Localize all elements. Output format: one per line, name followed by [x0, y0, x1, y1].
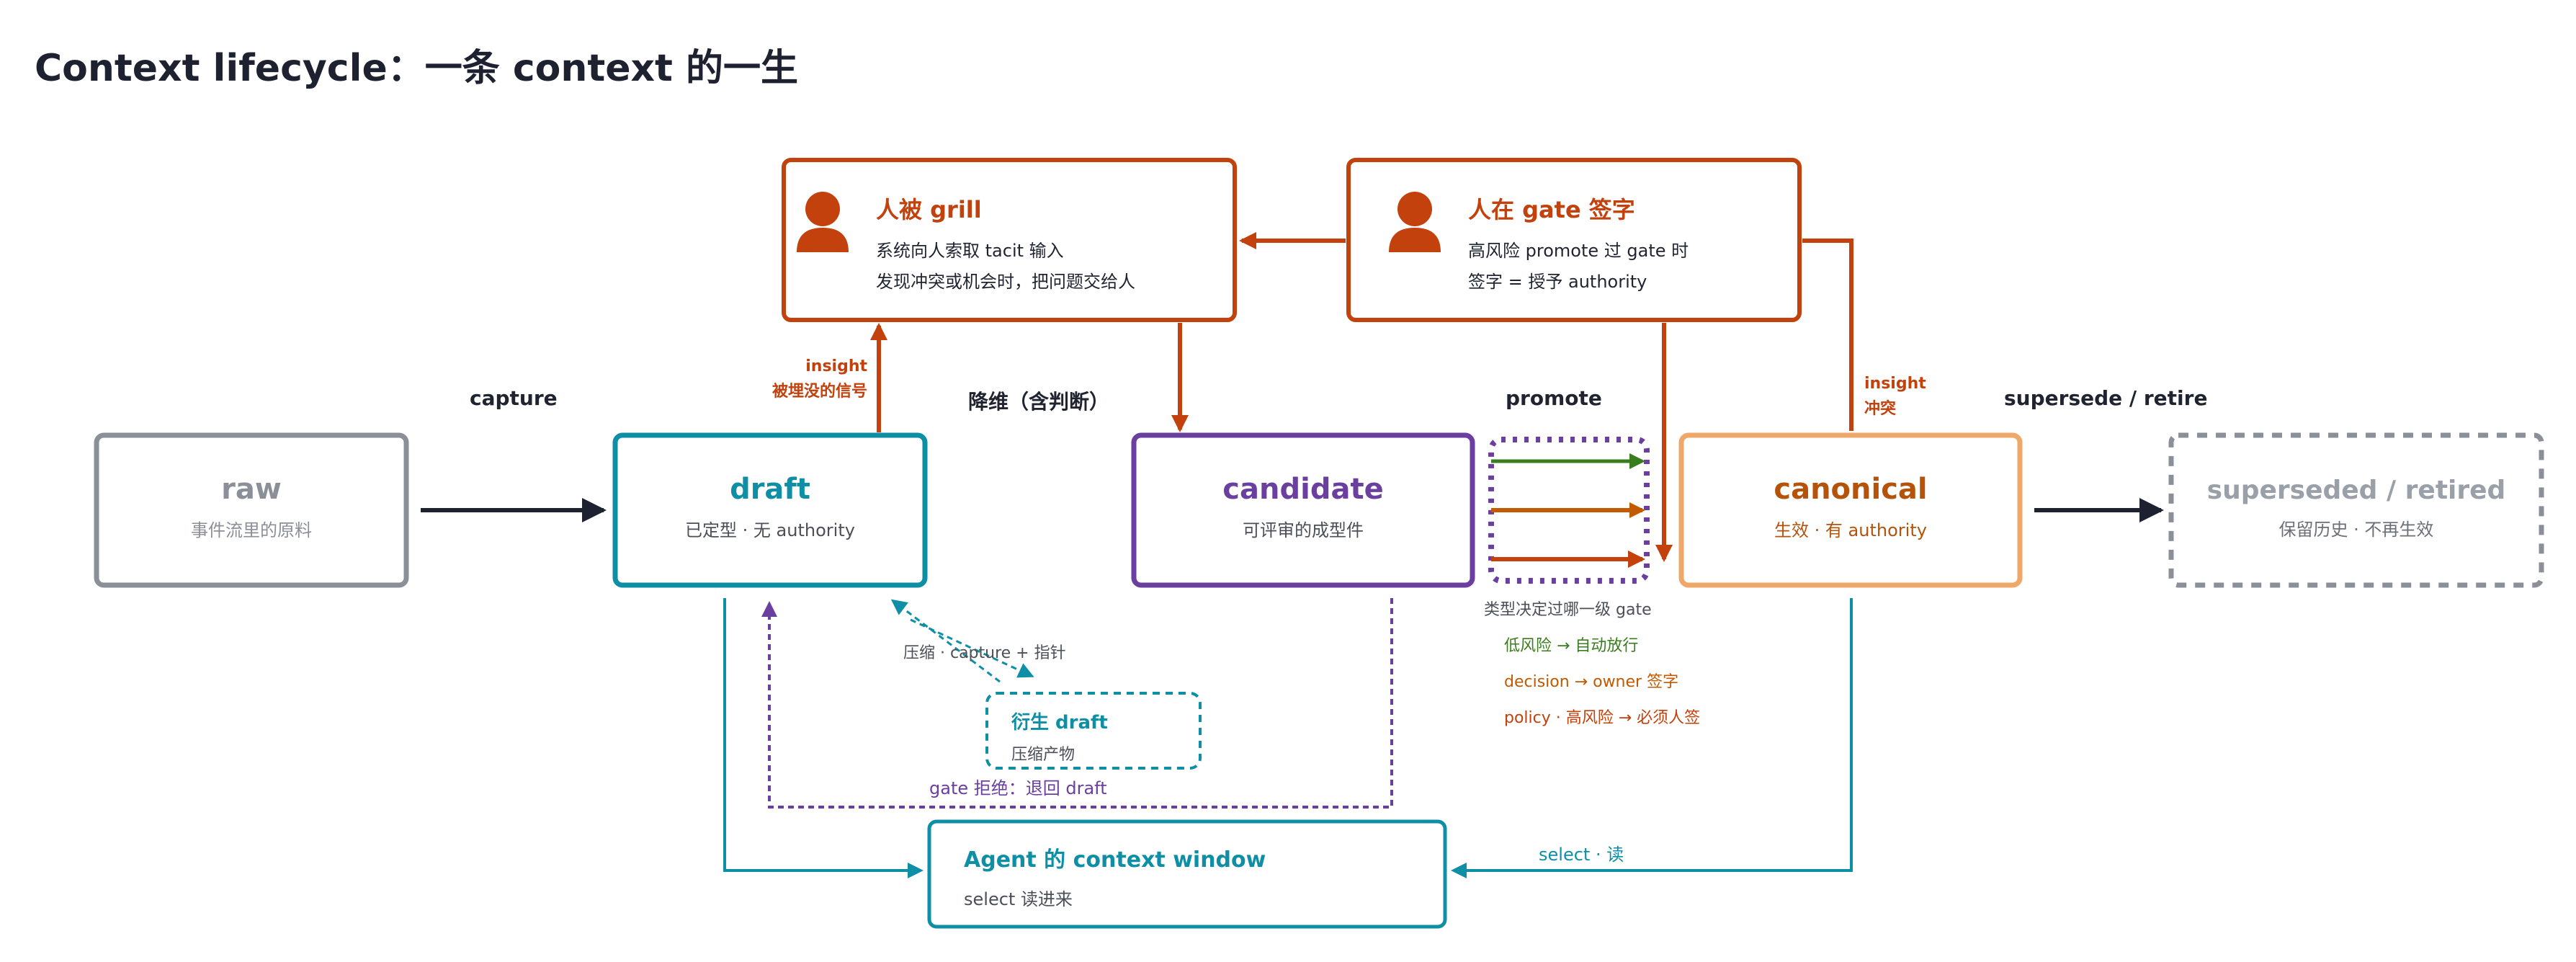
candidate-sub: 可评审的成型件	[1243, 520, 1364, 540]
superseded-box	[2168, 432, 2544, 588]
gate-legend-policy: policy · 高风险 → 必须人签	[1504, 709, 1701, 727]
draft-to-agent-connector	[723, 598, 923, 878]
gate-line-2: 签字 = 授予 authority	[1468, 272, 1647, 292]
draft-name: draft	[730, 473, 810, 506]
insight-left-title: insight	[805, 357, 867, 375]
derived-sub: 压缩产物	[1011, 746, 1075, 764]
grill-line-1: 系统向人索取 tacit 输入	[876, 241, 1064, 261]
candidate-stage: candidate 可评审的成型件	[1134, 473, 1472, 541]
gate-legend-low: 低风险 → 自动放行	[1504, 637, 1639, 655]
insight-right: insight 冲突	[1864, 375, 1926, 419]
draft-sub: 已定型 · 无 authority	[685, 520, 855, 540]
candidate-name: candidate	[1222, 473, 1384, 506]
superseded-sub: 保留历史 · 不再生效	[2278, 520, 2434, 540]
compress-arrow-up	[890, 599, 1001, 683]
canonical-name: canonical	[1774, 473, 1928, 506]
grill-person-icon	[797, 192, 849, 252]
superseded-name: superseded / retired	[2206, 476, 2506, 505]
raw-box	[94, 432, 409, 588]
reject-label: gate 拒绝：退回 draft	[929, 778, 1107, 798]
derived-draft-content: 衍生 draft 压缩产物	[1011, 708, 1108, 765]
grill-box	[782, 158, 1237, 322]
compress-arrow-down	[910, 618, 1034, 678]
derived-title: 衍生 draft	[1011, 712, 1108, 734]
gate-line-1: 高风险 promote 过 gate 时	[1468, 241, 1689, 261]
draft-stage: draft 已定型 · 无 authority	[615, 473, 925, 541]
canonical-sub: 生效 · 有 authority	[1774, 520, 1927, 540]
candidate-box	[1131, 432, 1475, 588]
agent-title: Agent 的 context window	[964, 847, 1266, 873]
page-title: Context lifecycle：一条 context 的一生	[35, 47, 799, 90]
promote-label: promote	[1506, 386, 1602, 410]
gate-legend-heading: 类型决定过哪一级 gate	[1484, 601, 1652, 619]
compress-label: 压缩 · capture + 指针	[903, 644, 1066, 662]
superseded-stage: superseded / retired 保留历史 · 不再生效	[2171, 476, 2541, 540]
select-label: select · 读	[1539, 845, 1624, 865]
canonical-stage: canonical 生效 · 有 authority	[1681, 473, 2020, 541]
supersede-label: supersede / retire	[2004, 386, 2208, 410]
gate-legend-decision: decision → owner 签字	[1504, 673, 1679, 691]
gate-title: 人在 gate 签字	[1468, 196, 1635, 223]
canonical-to-gate-connector	[1802, 239, 1853, 431]
raw-sub: 事件流里的原料	[191, 520, 312, 540]
grill-title: 人被 grill	[876, 196, 982, 223]
capture-label: capture	[470, 386, 558, 410]
reject-path	[761, 598, 1393, 809]
gate-box-content: 人在 gate 签字 高风险 promote 过 gate 时 签字 = 授予 …	[1468, 192, 1689, 293]
derived-draft-box	[985, 692, 1202, 770]
reduce-label: 降维（含判断）	[968, 390, 1110, 414]
grill-box-content: 人被 grill 系统向人索取 tacit 输入 发现冲突或机会时，把问题交给人	[876, 192, 1135, 293]
canonical-box	[1678, 432, 2023, 588]
insight-left: insight 被埋没的信号	[764, 357, 867, 401]
insight-left-sub: 被埋没的信号	[772, 383, 867, 401]
raw-name: raw	[221, 473, 282, 506]
raw-stage: raw 事件流里的原料	[97, 473, 406, 541]
canonical-to-agent-connector	[1451, 598, 1853, 878]
insight-right-title: insight	[1864, 375, 1926, 393]
gate-legend: 类型决定过哪一级 gate 低风险 → 自动放行 decision → owne…	[1484, 597, 1700, 728]
insight-right-sub: 冲突	[1864, 400, 1897, 418]
agent-window-content: Agent 的 context window select 读进来	[964, 842, 1266, 910]
agent-window-box	[927, 819, 1447, 929]
draft-box	[612, 432, 928, 588]
grill-line-2: 发现冲突或机会时，把问题交给人	[876, 272, 1135, 292]
agent-sub: select 读进来	[964, 889, 1073, 909]
gate-box	[1346, 158, 1802, 322]
gate-person-icon	[1389, 192, 1441, 252]
